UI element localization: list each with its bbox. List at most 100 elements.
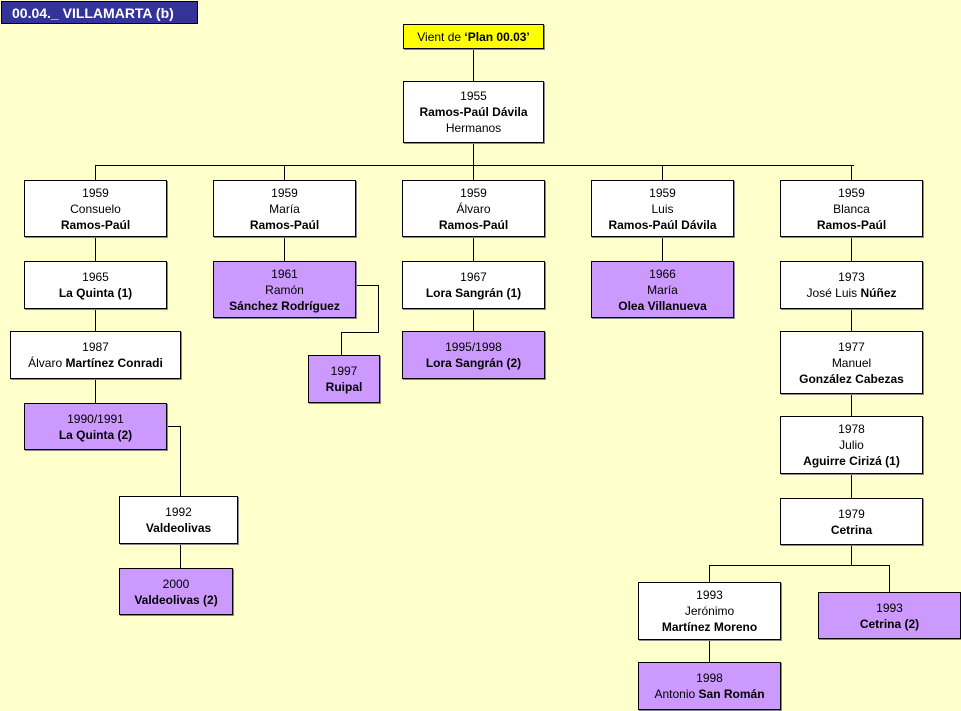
node-year: 1993 <box>876 600 903 615</box>
node-first: Luis <box>651 201 674 216</box>
node-conradi[interactable]: 1987 Álvaro Martínez Conradi <box>10 331 181 379</box>
node-lora1[interactable]: 1967 Lora Sangrán (1) <box>402 261 545 309</box>
node-cetrina2[interactable]: 1993 Cetrina (2) <box>818 592 961 639</box>
node-last: Ramos-Paúl <box>438 217 509 232</box>
origin-box[interactable]: Vient de ‘Plan 00.03’ <box>403 24 544 49</box>
node-last: La Quinta (1) <box>58 286 133 300</box>
connector <box>473 48 474 81</box>
node-moreno[interactable]: 1993 Jerónimo Martínez Moreno <box>638 582 781 640</box>
origin-ref: ‘Plan 00.03’ <box>464 29 530 44</box>
node-last: Sánchez Rodríguez <box>229 298 340 313</box>
connector <box>284 237 285 261</box>
node-valdeolivas[interactable]: 1992 Valdeolivas <box>119 496 238 544</box>
node-first: Álvaro <box>456 201 491 216</box>
connector <box>341 332 379 333</box>
node-year: 1979 <box>838 506 865 521</box>
connector <box>851 165 852 180</box>
connector <box>95 237 96 261</box>
node-last: Olea Villanueva <box>618 298 707 313</box>
node-cetrina[interactable]: 1979 Cetrina <box>780 498 923 545</box>
node-year: 1961 <box>271 266 298 281</box>
node-last: Cetrina <box>830 522 873 537</box>
node-olea[interactable]: 1966 María Olea Villanueva <box>591 261 734 318</box>
node-last: Martínez Conradi <box>65 356 163 370</box>
connector <box>166 426 181 427</box>
node-year: 1993 <box>696 588 723 602</box>
node-year: 1998 <box>696 671 723 685</box>
connector <box>709 640 710 662</box>
connector <box>473 165 474 180</box>
node-gonzalez[interactable]: 1977 Manuel González Cabezas <box>780 331 923 394</box>
node-luis[interactable]: 1959 Luis Ramos-Paúl Dávila <box>591 180 734 237</box>
node-year: 1990/1991 <box>67 411 124 426</box>
node-last: Martínez Moreno <box>661 620 758 634</box>
node-nunez[interactable]: 1973 José Luis Núñez <box>780 261 923 309</box>
connector <box>851 474 852 498</box>
node-first: Blanca <box>833 201 870 216</box>
node-first: Manuel <box>831 355 872 370</box>
node-year: 1992 <box>165 505 192 519</box>
node-ramon[interactable]: 1961 Ramón Sánchez Rodríguez <box>213 261 356 318</box>
connector <box>341 332 342 355</box>
node-first: María <box>647 282 678 297</box>
connector <box>889 565 890 592</box>
node-last: La Quinta (2) <box>58 427 133 442</box>
node-last: Aguirre Cirizá (1) <box>803 454 900 468</box>
connector <box>355 285 379 286</box>
node-quinta1[interactable]: 1965 La Quinta (1) <box>24 261 167 309</box>
node-ruipal[interactable]: 1997 Ruipal <box>308 355 380 403</box>
node-year: 1959 <box>838 185 865 200</box>
node-last: Núñez <box>860 286 897 300</box>
connector <box>662 237 663 261</box>
node-year: 1967 <box>460 270 487 284</box>
node-valdeolivas2[interactable]: 2000 Valdeolivas (2) <box>119 568 233 615</box>
connector <box>851 394 852 416</box>
node-aguirre[interactable]: 1978 Julio Aguirre Cirizá (1) <box>780 416 923 474</box>
connector <box>851 309 852 331</box>
node-first: María <box>269 201 300 216</box>
origin-prefix: Vient de <box>417 29 465 44</box>
connector <box>709 565 890 566</box>
node-year: 1977 <box>838 339 865 354</box>
node-last: Valdeolivas (2) <box>134 592 218 607</box>
connector <box>95 165 854 166</box>
node-year: 1959 <box>460 185 487 200</box>
node-year: 1997 <box>330 364 358 378</box>
connector <box>473 309 474 331</box>
node-sanroman[interactable]: 1998 Antonio San Román <box>638 662 781 710</box>
node-first: Ramón <box>265 282 304 297</box>
node-last: Ruipal <box>325 380 363 394</box>
connector <box>95 379 96 403</box>
node-last: Lora Sangrán (1) <box>425 286 522 300</box>
node-first: Consuelo <box>70 201 121 216</box>
node-last: Ramos-Paúl <box>60 217 131 232</box>
node-year: 1965 <box>82 270 109 284</box>
node-year: 1955 <box>460 89 487 103</box>
node-last: Ramos-Paúl Dávila <box>608 217 717 232</box>
root-node[interactable]: 1955 Ramos-Paúl Dávila Hermanos <box>403 81 544 143</box>
node-alvaro[interactable]: 1959 Álvaro Ramos-Paúl <box>402 180 545 237</box>
node-maria[interactable]: 1959 María Ramos-Paúl <box>213 180 356 237</box>
connector <box>180 426 181 496</box>
node-quinta2[interactable]: 1990/1991 La Quinta (2) <box>24 403 167 450</box>
node-year: 1973 <box>838 270 865 284</box>
connector <box>473 143 474 165</box>
node-year: 1987 <box>82 340 109 354</box>
node-consuelo[interactable]: 1959 Consuelo Ramos-Paúl <box>24 180 167 237</box>
node-year: 1959 <box>649 185 676 200</box>
node-last: San Román <box>698 687 765 701</box>
connector <box>95 165 96 180</box>
node-lora2[interactable]: 1995/1998 Lora Sangrán (2) <box>402 331 545 379</box>
node-last: Valdeolivas <box>145 521 212 535</box>
connector <box>662 165 663 180</box>
node-first: Julio <box>839 438 864 452</box>
node-year: 1959 <box>82 185 109 200</box>
node-year: 1966 <box>649 266 676 281</box>
node-last: González Cabezas <box>799 371 904 386</box>
connector <box>473 237 474 261</box>
node-year: 1978 <box>838 422 865 436</box>
node-blanca[interactable]: 1959 Blanca Ramos-Paúl <box>780 180 923 237</box>
node-first: Antonio <box>654 687 699 701</box>
node-year: 2000 <box>162 576 190 591</box>
connector <box>180 544 181 568</box>
